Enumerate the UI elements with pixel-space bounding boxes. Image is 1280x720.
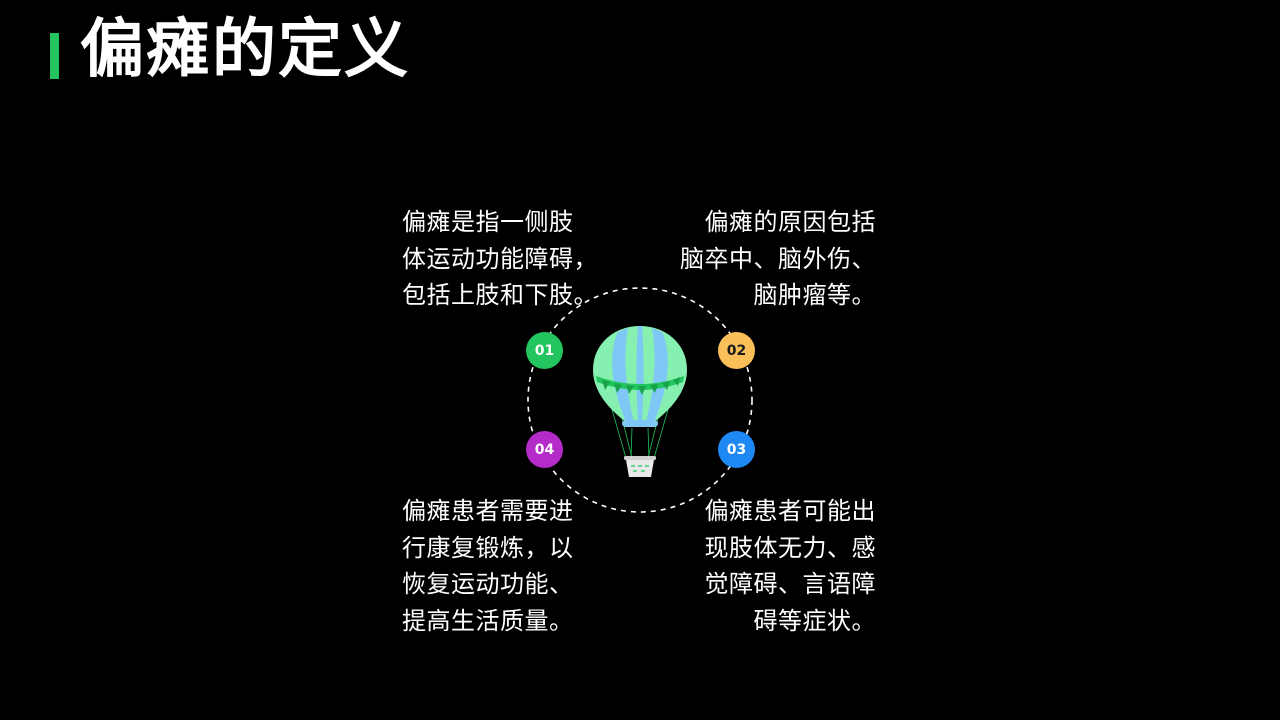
item-04-line: 偏瘫患者需要进 [402,497,574,525]
hot-air-balloon-icon [593,326,687,477]
dashed-orbit-ring [527,287,753,513]
item-04-line: 提高生活质量。 [402,606,574,635]
badge-02: 02 [718,332,755,369]
balloon-skirt [622,420,658,427]
basket [626,460,654,477]
item-02-line: 偏瘫的原因包括 [704,208,876,236]
item-04-line: 恢复运动功能、 [402,570,574,598]
item-03-line: 偏瘫患者可能出 [704,497,876,525]
item-03-line: 觉障碍、言语障 [704,570,876,598]
item-03-line: 碍等症状。 [753,606,876,635]
badge-04: 04 [526,431,563,468]
item-04-line: 行康复锻炼，以 [402,533,574,562]
basket-rim [624,456,656,460]
badge-03: 03 [718,431,755,468]
basket-pattern [631,465,649,472]
item-02-line: 脑肿瘤等。 [753,281,876,309]
item-04-text: 偏瘫患者需要进 行康复锻炼，以 恢复运动功能、 提高生活质量。 [402,493,574,639]
item-03-line: 现肢体无力、感 [704,533,876,562]
item-02-line: 脑卒中、脑外伤、 [680,244,876,273]
item-01-line: 体运动功能障碍， [402,244,598,273]
item-02-text: 偏瘫的原因包括 脑卒中、脑外伤、 脑肿瘤等。 [680,204,876,314]
item-01-line: 偏瘫是指一侧肢 [402,208,574,236]
balloon-bunting [602,377,680,395]
item-01-text: 偏瘫是指一侧肢 体运动功能障碍， 包括上肢和下肢。 [402,204,598,314]
balloon-diagram [527,287,753,513]
item-03-text: 偏瘫患者可能出 现肢体无力、感 觉障碍、言语障 碍等症状。 [705,493,877,639]
title-accent-bar [50,33,59,79]
badge-01: 01 [526,332,563,369]
item-01-line: 包括上肢和下肢。 [402,281,598,309]
page-title: 偏瘫的定义 [80,13,410,87]
